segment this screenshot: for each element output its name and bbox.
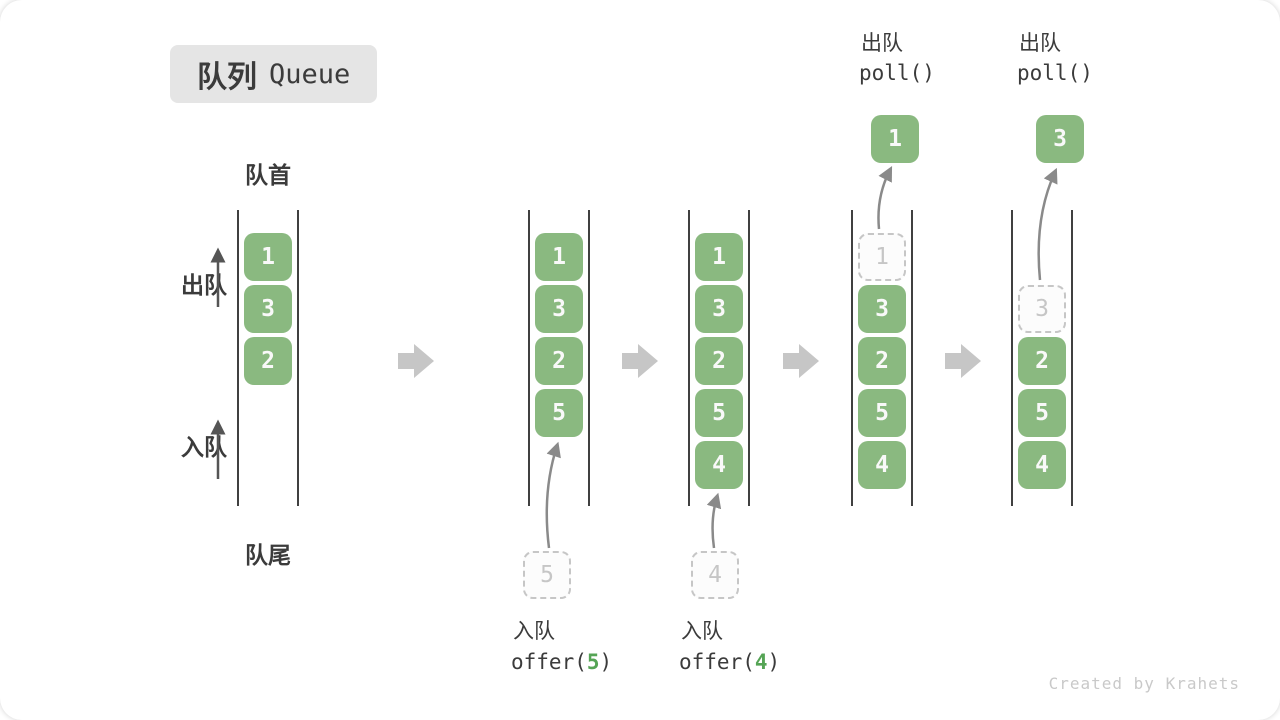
- next-state-arrow-icon: [945, 344, 981, 378]
- dequeued-value-box: 1: [871, 115, 919, 163]
- dequeue-op-label: 出队: [1019, 32, 1061, 55]
- queue-element: 5: [1018, 389, 1066, 437]
- enqueue-op-code: offer(5): [511, 650, 612, 674]
- dequeue-side-label: 出队: [181, 272, 227, 298]
- queue-element: 1: [695, 233, 743, 281]
- title-en: Queue: [269, 58, 351, 90]
- queue-element: 3: [244, 285, 292, 333]
- queue-element: 5: [858, 389, 906, 437]
- dequeue-op-code: poll(): [1017, 61, 1093, 85]
- queue-rear-label: 队尾: [245, 542, 291, 568]
- queue-element: 2: [1018, 337, 1066, 385]
- queue-element: 1: [535, 233, 583, 281]
- enqueue-op-label: 入队: [513, 620, 555, 643]
- enqueue-code-text: ): [599, 650, 613, 674]
- next-state-arrow-icon: [398, 344, 434, 378]
- queue-element: 4: [858, 441, 906, 489]
- enqueue-op-label: 入队: [681, 620, 723, 643]
- queue-element: 4: [1018, 441, 1066, 489]
- queue-column: [237, 210, 299, 506]
- queue-element: 4: [695, 441, 743, 489]
- dequeue-op-label: 出队: [861, 32, 903, 55]
- enqueue-side-label: 入队: [181, 434, 227, 460]
- queue-element: 2: [535, 337, 583, 385]
- queue-element: 2: [244, 337, 292, 385]
- queue-column: [688, 210, 750, 506]
- next-state-arrow-icon: [783, 344, 819, 378]
- queue-column: [1011, 210, 1073, 506]
- dequeue-op-code: poll(): [859, 61, 935, 85]
- queue-element: 1: [244, 233, 292, 281]
- queue-front-label: 队首: [245, 162, 291, 188]
- queue-element: 5: [535, 389, 583, 437]
- enqueue-code-text: offer(: [511, 650, 587, 674]
- queue-element-removed: 1: [858, 233, 906, 281]
- queue-element: 3: [858, 285, 906, 333]
- next-state-arrow-icon: [622, 344, 658, 378]
- queue-element-removed: 3: [1018, 285, 1066, 333]
- enqueue-code-value: 4: [754, 650, 768, 674]
- queue-column: [528, 210, 590, 506]
- enqueue-code-value: 5: [586, 650, 600, 674]
- queue-element: 2: [858, 337, 906, 385]
- watermark: Created by Krahets: [1048, 674, 1240, 693]
- enqueue-code-text: offer(: [679, 650, 755, 674]
- queue-element: 2: [695, 337, 743, 385]
- dequeued-value-box: 3: [1036, 115, 1084, 163]
- enqueue-op-code: offer(4): [679, 650, 780, 674]
- enqueue-pending-box: 4: [691, 551, 739, 599]
- queue-element: 5: [695, 389, 743, 437]
- enqueue-code-text: ): [767, 650, 781, 674]
- queue-column: [851, 210, 913, 506]
- enqueue-pending-box: 5: [523, 551, 571, 599]
- title-badge: 队列 Queue: [170, 45, 378, 103]
- queue-element: 3: [695, 285, 743, 333]
- queue-element: 3: [535, 285, 583, 333]
- title-zh: 队列: [197, 61, 257, 94]
